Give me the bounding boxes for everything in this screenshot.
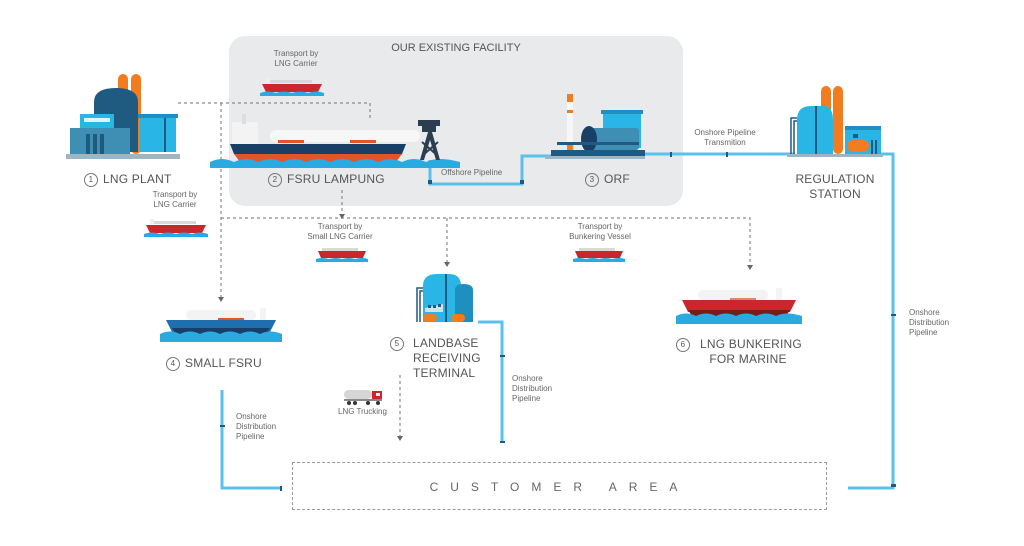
bunkering-ship-icon xyxy=(676,288,802,324)
node-orf: 3 ORF xyxy=(585,172,630,187)
transport-lng-carrier-top-label: Transport by LNG Carrier xyxy=(273,49,319,68)
onshore-distribution-right xyxy=(848,152,895,490)
node-bunkering-number: 6 xyxy=(676,337,695,352)
arrow-to-landbase xyxy=(444,262,450,267)
dashed-flow-plant-to-fsru xyxy=(178,102,371,118)
existing-facility-title: OUR EXISTING FACILITY xyxy=(391,42,521,54)
onshore-distribution-left-label: Onshore Distribution Pipeline xyxy=(236,412,277,441)
node-label: SMALL FSRU xyxy=(185,356,262,370)
onshore-distribution-landbase xyxy=(478,320,504,442)
arrow-to-small-fsru xyxy=(218,297,224,302)
orf-facility-icon xyxy=(545,94,645,159)
node-number: 1 xyxy=(84,173,98,187)
node-number: 6 xyxy=(676,338,690,352)
onshore-distribution-small-fsru xyxy=(220,390,282,490)
node-small-fsru: 4 SMALL FSRU xyxy=(166,356,262,371)
node-number: 5 xyxy=(390,337,404,351)
node-lng-plant: 1 LNG PLANT xyxy=(84,172,172,187)
onshore-distribution-middle-label: Onshore Distribution Pipeline xyxy=(512,374,553,403)
customer-area-label: CUSTOMER AREA xyxy=(429,480,690,494)
transport-bunkering-vessel-label: Transport by Bunkering Vessel xyxy=(569,222,631,241)
small-lng-carrier-ship-icon xyxy=(316,248,368,262)
transport-lng-carrier-left-label: Transport by LNG Carrier xyxy=(152,190,198,209)
node-landbase-number: 5 xyxy=(390,336,409,351)
node-fsru-lampung: 2 FSRU LAMPUNG xyxy=(268,172,385,187)
node-regulation-station: REGULATION STATION xyxy=(795,172,875,201)
transport-small-lng-carrier-label: Transport by Small LNG Carrier xyxy=(307,222,373,241)
node-label: ORF xyxy=(604,172,630,186)
arrow-fsru-down xyxy=(339,214,345,219)
lng-trucking-label: LNG Trucking xyxy=(338,407,387,416)
dashed-flow-distribution-horizontal xyxy=(221,217,751,265)
lng-truck-icon xyxy=(344,390,382,405)
arrow-to-customer xyxy=(397,436,403,441)
lng-carrier-ship-icon xyxy=(260,78,324,96)
node-label: FSRU LAMPUNG xyxy=(287,172,385,186)
lng-carrier-ship-icon xyxy=(144,219,208,237)
regulation-station-icon xyxy=(787,86,883,157)
node-landbase-receiving-terminal: LANDBASE RECEIVING TERMINAL xyxy=(413,336,481,380)
node-label: LNG PLANT xyxy=(103,172,172,186)
node-number: 4 xyxy=(166,357,180,371)
lng-plant-icon xyxy=(66,74,180,159)
node-number: 3 xyxy=(585,173,599,187)
arrow-to-bunkering xyxy=(747,265,753,270)
offshore-pipeline-label: Offshore Pipeline xyxy=(441,168,503,177)
node-lng-bunkering-for-marine: LNG BUNKERING FOR MARINE xyxy=(700,337,802,366)
customer-area-box xyxy=(292,462,827,510)
onshore-distribution-right-label: Onshore Distribution Pipeline xyxy=(909,308,950,337)
fsru-ship-icon xyxy=(210,114,460,168)
landbase-terminal-icon xyxy=(416,274,473,322)
small-fsru-ship-icon xyxy=(160,308,282,342)
onshore-transmission-label: Onshore Pipeline Transmition xyxy=(694,128,756,147)
node-number: 2 xyxy=(268,173,282,187)
bunkering-vessel-ship-icon xyxy=(573,248,625,262)
